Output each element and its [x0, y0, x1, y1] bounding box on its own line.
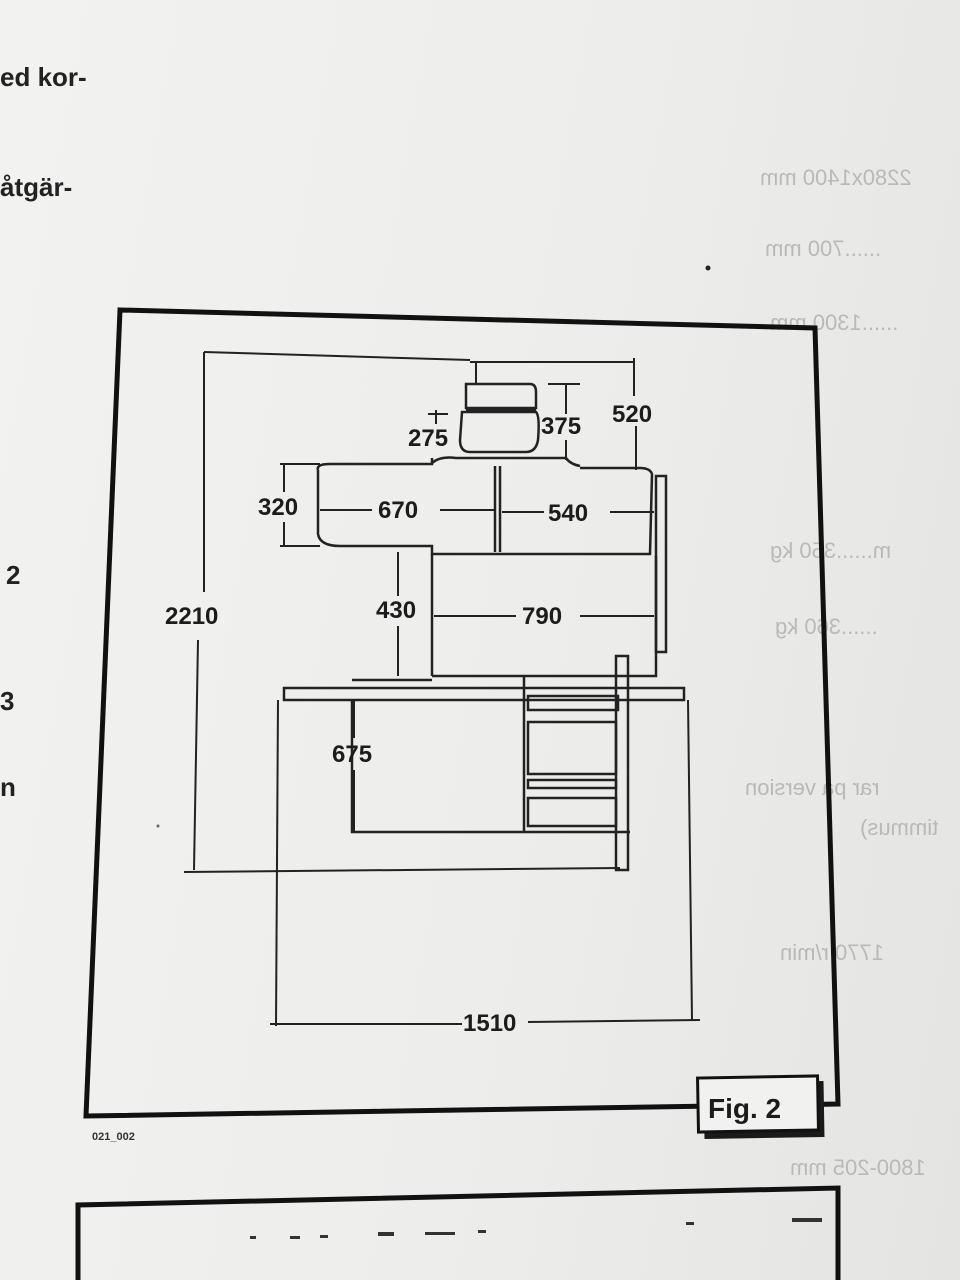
margin-text-line-1: ed kor-	[0, 62, 87, 92]
figure-label-box	[696, 1074, 825, 1140]
ink-speck	[156, 824, 160, 828]
dimension-label-430: 430	[376, 597, 416, 624]
machine-outline	[282, 382, 686, 872]
figure-code: 021_002	[92, 1131, 135, 1143]
dimension-label-320: 320	[258, 494, 298, 521]
dimension-label-1510: 1510	[463, 1010, 516, 1037]
dimension-label-675: 675	[332, 741, 372, 768]
dimension-label-790: 790	[522, 603, 562, 630]
margin-text-line-2: åtgär-	[0, 172, 73, 202]
dimension-label-520: 520	[612, 401, 652, 428]
next-figure-fragments	[250, 1218, 822, 1239]
next-figure-frame	[75, 1185, 841, 1280]
ink-speck	[705, 265, 711, 271]
figure-frame	[83, 307, 841, 1119]
dimension-label-375: 375	[541, 413, 581, 440]
dimension-label-540: 540	[548, 500, 588, 527]
dimension-label-275: 275	[408, 425, 448, 452]
figure-label: Fig. 2	[708, 1093, 781, 1124]
dimension-label-670: 670	[378, 497, 418, 524]
dimension-label-2210: 2210	[165, 603, 218, 630]
margin-number-3: 3	[0, 686, 15, 716]
dimension-lines	[183, 351, 701, 1027]
margin-number-2: 2	[6, 560, 21, 590]
margin-letter-n: n	[0, 772, 16, 802]
